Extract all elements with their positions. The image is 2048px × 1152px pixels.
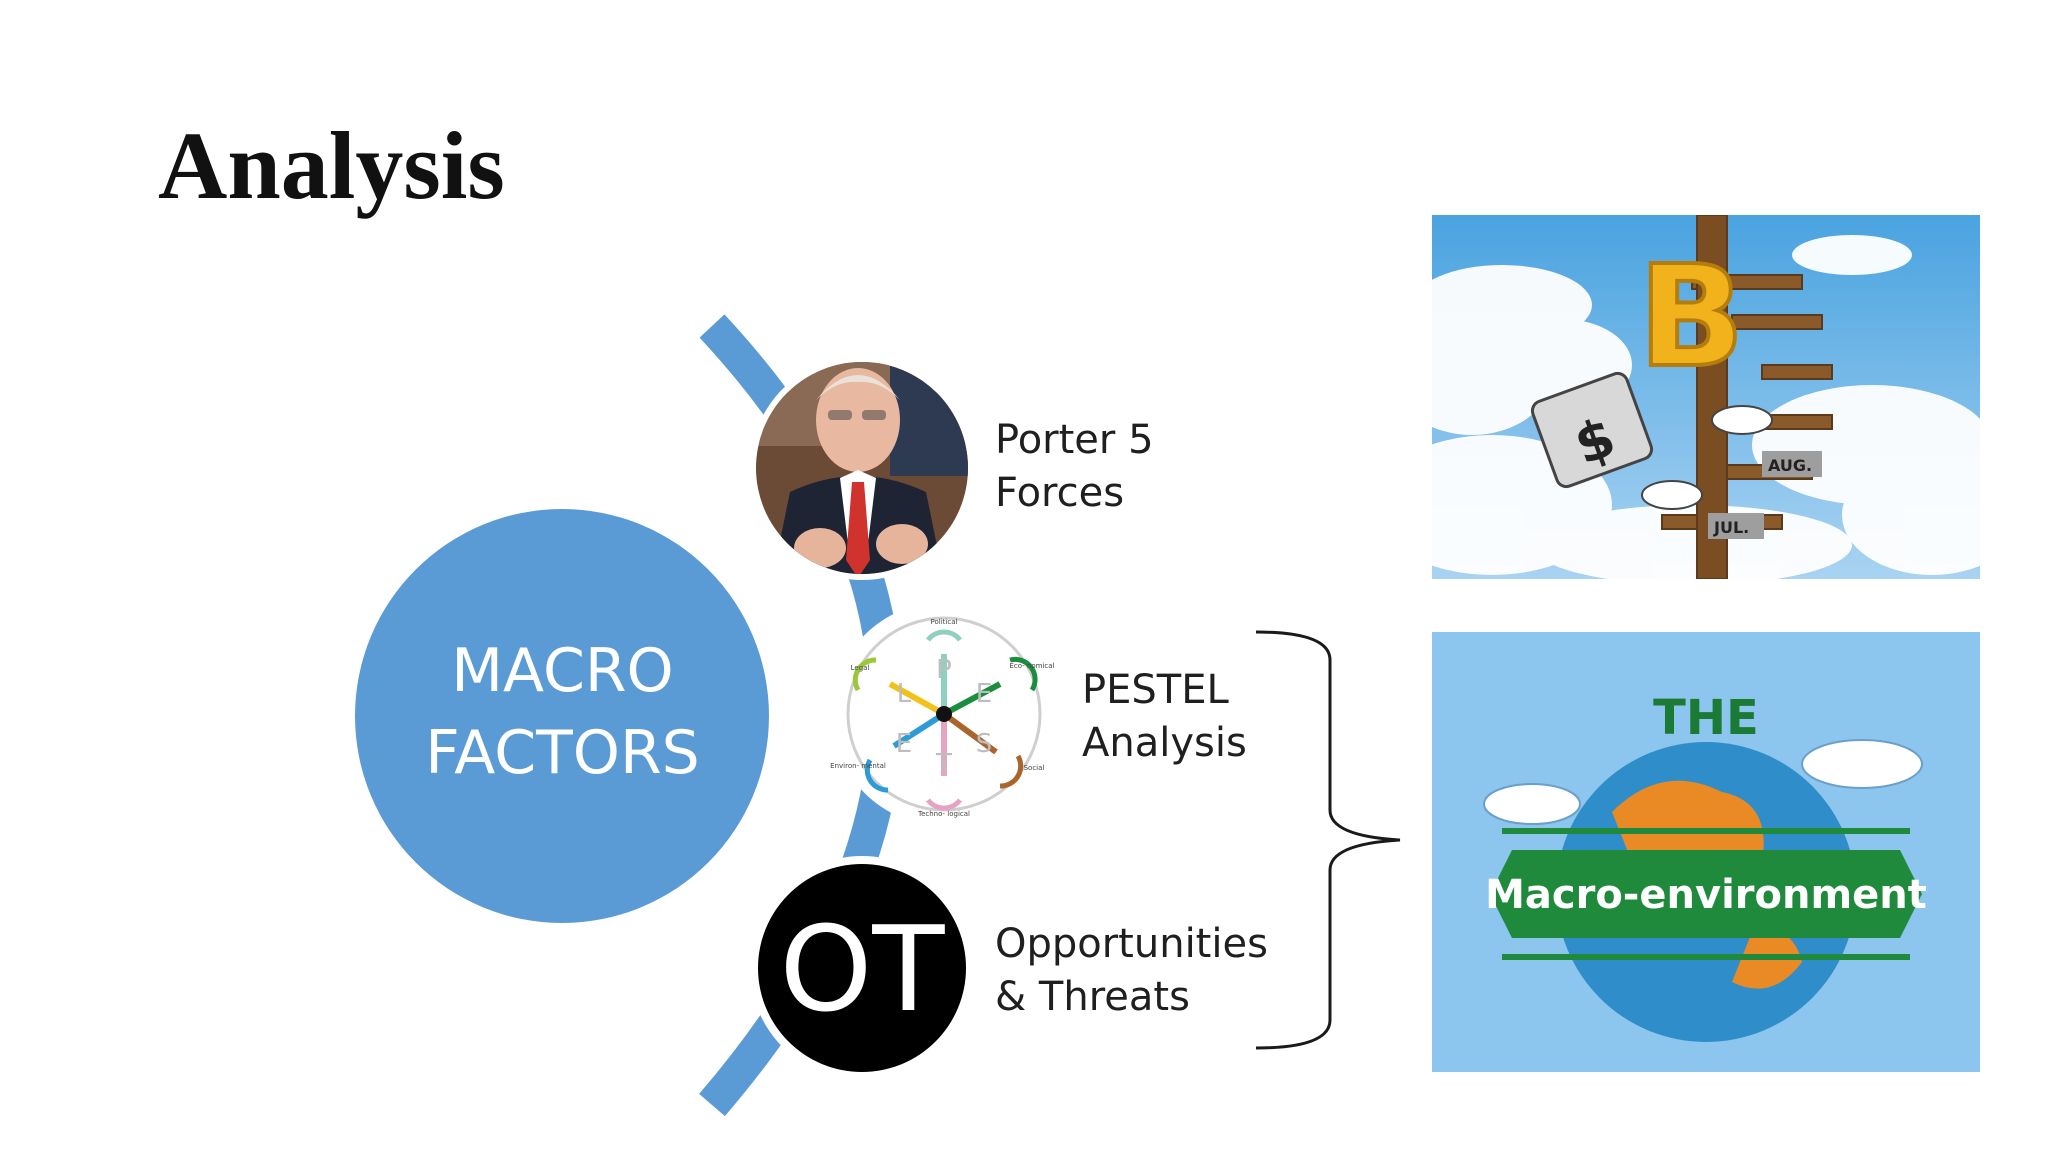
- bitcoin-stairs-image: AUG. JUL. B $: [1432, 215, 1980, 579]
- macro-factors-label: MACRO FACTORS: [425, 636, 700, 788]
- pestel-letter-t: T: [935, 749, 952, 779]
- macro-banner-text: Macro-environment: [1485, 872, 1927, 918]
- pestel-letter-p: P: [936, 655, 952, 685]
- macro-heading: THE: [1653, 690, 1759, 746]
- pestel-letter-e: E: [976, 679, 992, 709]
- pestel-segment-environmental: Environ- mental: [830, 762, 886, 770]
- pestel-wheel-icon: P E S T E L Political Eco- nomical Socia…: [830, 602, 1056, 826]
- item-label-pestel: PESTEL Analysis: [1082, 667, 1247, 766]
- ot-badge-icon: OT: [750, 856, 974, 1080]
- sign-label-jul: JUL.: [1713, 518, 1749, 537]
- slide-title: Analysis: [158, 112, 505, 219]
- pestel-segment-political: Political: [931, 618, 958, 626]
- macro-environment-image: THE Macro-environment: [1432, 632, 1980, 1072]
- item-label-ot: Opportunities & Threats: [995, 921, 1268, 1020]
- porter-portrait-icon: [750, 356, 974, 580]
- item-label-porter: Porter 5 Forces: [995, 417, 1154, 516]
- pestel-letter-s: S: [976, 729, 993, 759]
- pestel-letter-e2: E: [896, 729, 912, 759]
- pestel-segment-economical: Eco- nomical: [1009, 662, 1054, 670]
- pestel-letter-l: L: [897, 679, 912, 709]
- bitcoin-coin-symbol: B: [1638, 236, 1745, 399]
- pestel-segment-social: Social: [1024, 764, 1045, 772]
- pestel-segment-legal: Legal: [851, 664, 870, 672]
- pestel-segment-technological: Techno- logical: [917, 810, 970, 818]
- ot-badge-text: OT: [780, 900, 946, 1038]
- macro-factors-circle: [355, 509, 769, 923]
- grouping-brace: [1255, 630, 1401, 1050]
- sign-label-aug: AUG.: [1768, 456, 1812, 475]
